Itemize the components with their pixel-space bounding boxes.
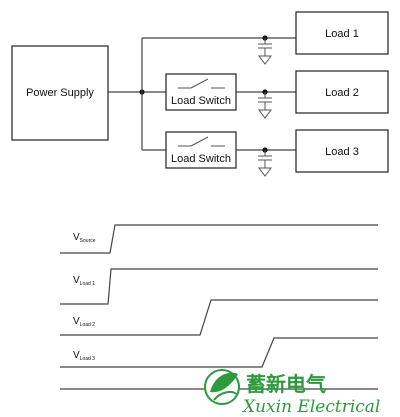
switch-symbol-2 [178, 78, 225, 89]
v-load-2-waveform [60, 299, 378, 336]
timing-waveforms [60, 224, 378, 390]
v-source-label: VSource [73, 232, 96, 244]
load-2-label: Load 2 [325, 87, 359, 99]
v-load-1-label: VLoad 1 [73, 275, 95, 287]
v-load-3-label: VLoad 3 [73, 350, 95, 362]
load-1-box [295, 11, 389, 55]
v-load-1-waveform [60, 268, 378, 305]
switch-symbol-3 [178, 136, 225, 147]
power-supply-box [11, 45, 109, 141]
load-3-box [295, 129, 389, 173]
load-2-box [295, 70, 389, 114]
watermark-chinese: 蓄新电气 [246, 372, 326, 396]
load-switch-3-label: Load Switch [171, 153, 231, 165]
decoupling-capacitor-3 [258, 150, 272, 177]
xuxin-logo-icon [204, 369, 240, 405]
v-load-2-label: VLoad 2 [73, 316, 95, 328]
decoupling-capacitor-1 [258, 38, 272, 65]
v-load-3-waveform [60, 337, 378, 368]
load-1-label: Load 1 [325, 28, 359, 40]
power-supply-label: Power Supply [26, 87, 94, 99]
load-switch-2-label: Load Switch [171, 95, 231, 107]
v-source-waveform [60, 224, 378, 254]
watermark-english: Xuxin Electrical [241, 397, 380, 417]
load-switch-3-box [165, 131, 237, 169]
decoupling-capacitor-2 [258, 92, 272, 119]
load-3-label: Load 3 [325, 146, 359, 158]
